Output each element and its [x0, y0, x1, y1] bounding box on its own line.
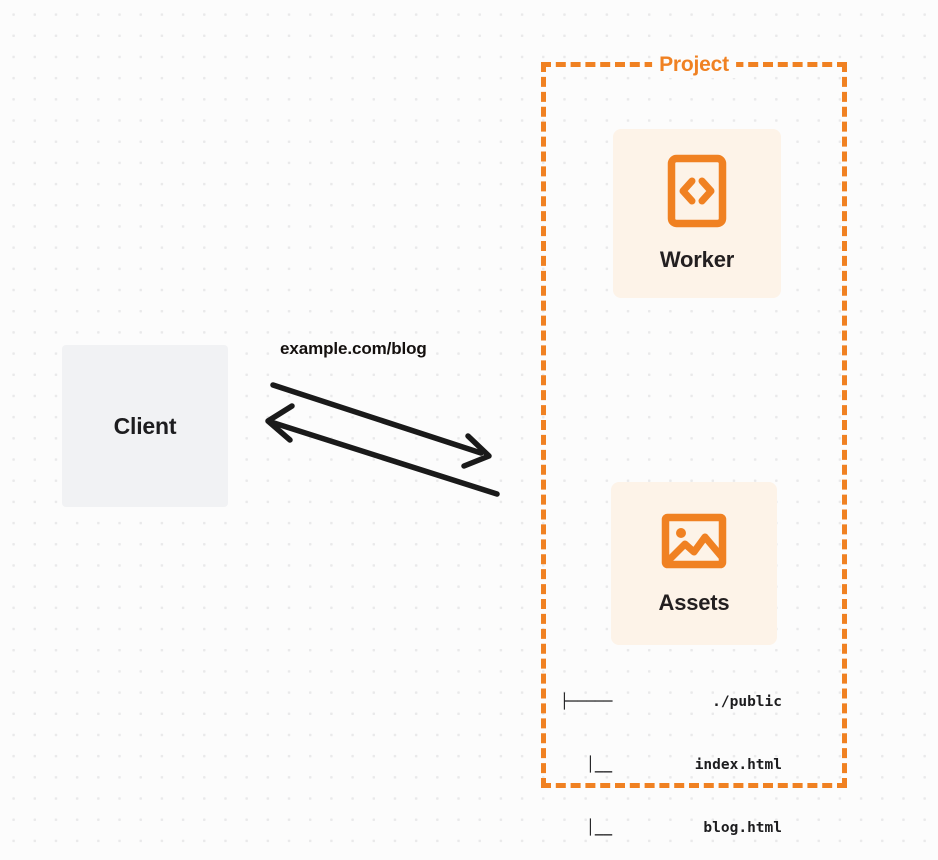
tree-item-name: index.html [694, 757, 782, 773]
file-tree-row: ├───── ./public [560, 692, 782, 713]
tree-branch-glyph: │__ [586, 757, 613, 773]
file-tree-row: │__ index.html [560, 755, 782, 776]
project-group-title: Project [652, 52, 736, 78]
tree-branch-glyph: │__ [586, 820, 613, 836]
client-label: Client [113, 412, 177, 439]
tree-branch-glyph: ├───── [560, 694, 613, 710]
assets-label: Assets [658, 590, 730, 615]
connection-url-label: example.com/blog [280, 339, 427, 358]
project-group: Project [541, 52, 847, 788]
worker-node[interactable]: Worker [613, 129, 781, 298]
assets-node[interactable]: Assets [611, 482, 777, 645]
tree-item-name: ./public [712, 694, 782, 710]
file-tree-row: │__ blog.html [560, 818, 782, 839]
client-node[interactable]: Client [62, 345, 228, 507]
request-arrow [270, 382, 492, 469]
tree-item-name: blog.html [703, 820, 782, 836]
response-arrow [265, 403, 500, 497]
assets-file-tree: ├───── ./public │__ index.html │__ blog.… [560, 650, 782, 860]
image-icon [661, 511, 727, 576]
worker-label: Worker [659, 247, 735, 272]
code-file-icon [667, 154, 727, 233]
